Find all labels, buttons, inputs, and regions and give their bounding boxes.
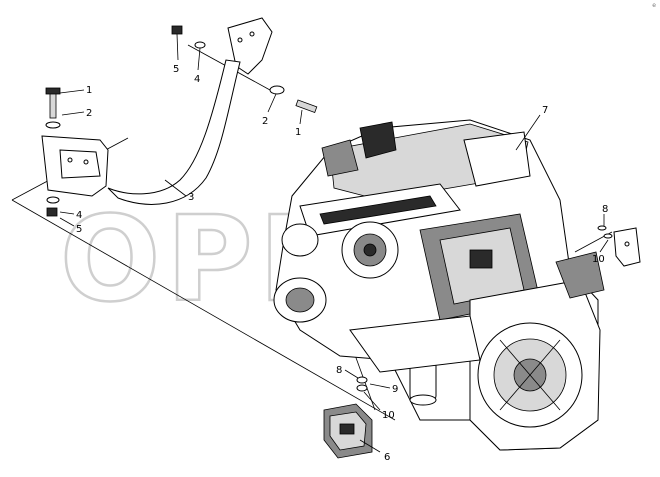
front-mount-bracket	[41, 17, 273, 205]
right-mount-bracket	[613, 227, 641, 267]
callout-7: 7	[542, 105, 548, 116]
engine-assembly	[273, 119, 605, 451]
callout-5-a: 5	[76, 224, 82, 235]
callout-4-b: 4	[194, 74, 200, 85]
hardware-parts	[45, 25, 613, 392]
callout-5-b: 5	[173, 64, 179, 75]
callout-10-b: 10	[382, 410, 395, 421]
callout-6: 6	[384, 452, 390, 463]
callout-8-b: 8	[336, 365, 342, 376]
callout-4-a: 4	[76, 210, 82, 221]
callout-10-a: 10	[592, 254, 605, 265]
callout-8-a: 8	[602, 204, 608, 215]
callout-labels: 1 2 3 4 5 5 4 2 1 7 8 10 8 9 10 6	[76, 64, 608, 463]
callout-9: 9	[392, 384, 398, 395]
callout-3: 3	[188, 192, 194, 203]
callout-2-b: 2	[262, 116, 268, 127]
callout-1-b: 1	[295, 127, 301, 138]
lower-mount-pad	[323, 403, 373, 459]
callout-1-a: 1	[86, 85, 92, 96]
callout-2-a: 2	[86, 108, 92, 119]
corner-mark: e	[652, 2, 656, 9]
callout-leaders	[59, 33, 609, 453]
